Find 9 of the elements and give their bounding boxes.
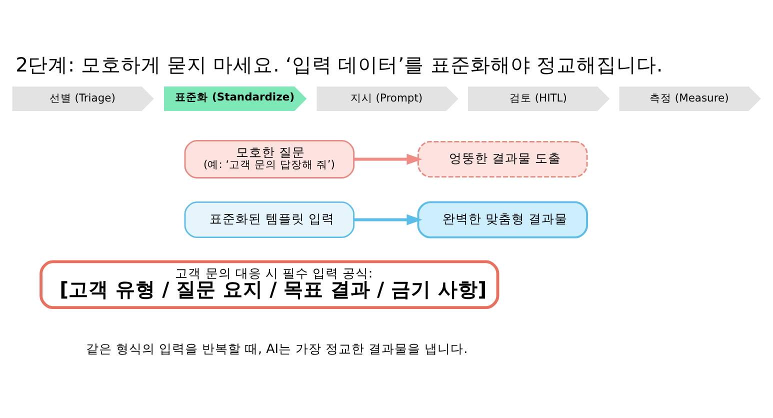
diagram-title: 2단계: 모호하게 묻지 마세요. ‘입력 데이터’를 표준화해야 정교해집니다. <box>16 52 663 76</box>
arrow <box>354 153 422 164</box>
arrow <box>354 214 422 225</box>
node-box: 모호한 질문 (예: ‘고객 문의 답장해 줘’) <box>184 139 355 178</box>
caption: 같은 형식의 입력을 반복할 때, AI는 가장 정교한 결과물을 냅니다. <box>86 340 468 356</box>
node-box: 완벽한 맞춤형 결과물 <box>417 200 588 238</box>
node-box: 표준화된 템플릿 입력 <box>184 200 355 238</box>
node-box: 고객 문의 대응 시 필수 입력 공식: [고객 유형 / 질문 요지 / 목표 결과 / 금기 사항] <box>40 260 500 309</box>
node-box: 엉뚱한 결과물 도출 <box>417 140 588 178</box>
